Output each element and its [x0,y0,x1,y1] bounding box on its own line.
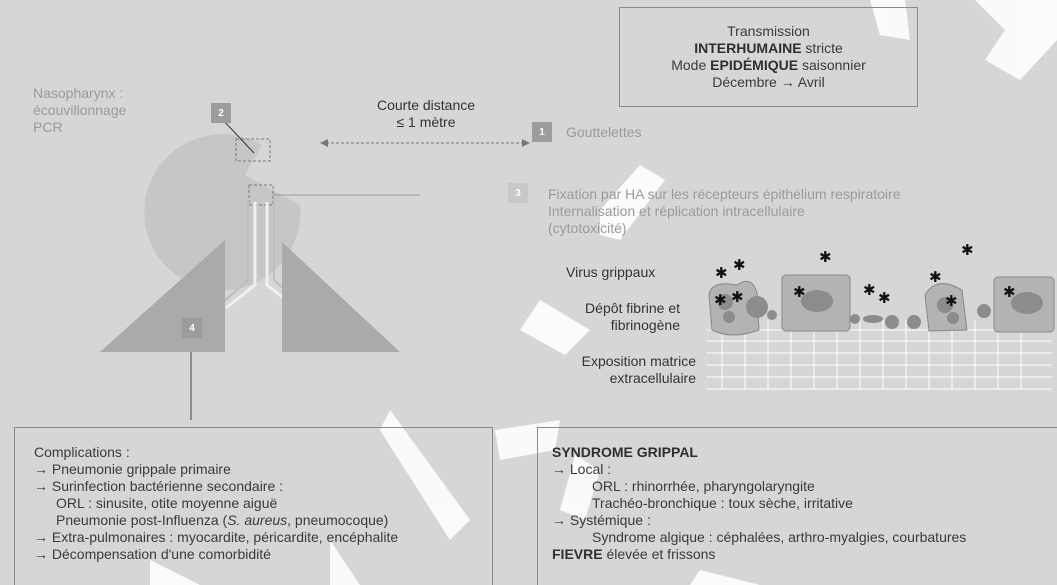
syndrome-title: SYNDROME GRIPPAL [552,444,698,460]
complication-item: → Décompensation d'une comorbidité [34,546,271,562]
svg-text:✱: ✱ [714,291,727,309]
virus-label: Virus grippaux [566,264,656,280]
svg-text:✱: ✱ [793,283,806,301]
right-lung [282,242,400,352]
complication-subitem: Pneumonie post-Influenza (S. aureus, pne… [56,512,389,528]
distance-arrow [320,139,530,147]
fibrine-label: Dépôt fibrine et fibrinogène [585,300,680,333]
syndrome-fievre: FIEVRE élevée et frissons [552,546,716,562]
complication-item: → Pneumonie grippale primaire [34,461,231,477]
svg-text:✱: ✱ [731,288,744,306]
syndrome-systemique: → Systémique : [552,512,651,528]
trachea-dashed-box [248,184,274,206]
nasopharynx-dashed-box [235,138,271,162]
gouttelettes-label: Gouttelettes [566,124,642,140]
badge-3: 3 [508,183,528,203]
transmission-interhumaine: INTERHUMAINE stricte [694,40,843,56]
transmission-title: Transmission [727,23,810,39]
syndrome-local: → Local : [552,461,612,477]
nasopharynx-label: Nasopharynx : écouvillonnage PCR [33,85,127,135]
distance-label: Courte distance ≤ 1 mètre [376,97,476,130]
svg-text:✱: ✱ [1003,283,1016,301]
svg-text:✱: ✱ [733,256,746,274]
syndrome-box: SYNDROME GRIPPAL → Local : ORL : rhinorr… [537,427,1057,585]
complication-item: → Surinfection bactérienne secondaire : [34,478,284,494]
fixation-text: Fixation par HA sur les récepteurs épith… [548,186,901,236]
badge-4: 4 [182,318,202,338]
matrice-label: Exposition matrice extracellulaire [581,353,696,386]
badge-1: 1 [532,122,552,142]
syndrome-algique: Syndrome algique : céphalées, arthro-mya… [592,529,967,545]
svg-text:✱: ✱ [878,289,891,307]
svg-text:✱: ✱ [715,264,728,282]
syndrome-orl: ORL : rhinorrhée, pharyngolaryngite [592,478,815,494]
svg-text:✱: ✱ [863,281,876,299]
transmission-period: Décembre → Avril [712,74,825,90]
complications-title: Complications : [34,444,130,460]
svg-text:✱: ✱ [819,248,832,266]
syndrome-tracheo: Trachéo-bronchique : toux sèche, irritat… [592,495,853,511]
svg-text:✱: ✱ [961,241,974,259]
svg-text:✱: ✱ [945,292,958,310]
respiratory-anatomy [100,118,420,420]
complication-subitem: ORL : sinusite, otite moyenne aiguë [56,495,278,511]
complications-box: Complications : → Pneumonie grippale pri… [14,427,493,585]
svg-text:✱: ✱ [929,268,942,286]
badge-2: 2 [211,103,231,123]
head-shape [144,134,301,291]
epithelium-illustration: ✱✱ ✱✱ ✱✱ ✱✱ ✱✱ ✱✱ [707,241,1055,390]
complication-item: → Extra-pulmonaires : myocardite, périca… [34,529,399,545]
transmission-mode: Mode EPIDÉMIQUE saisonnier [671,57,866,73]
transmission-box: Transmission INTERHUMAINE stricte Mode E… [619,7,918,107]
